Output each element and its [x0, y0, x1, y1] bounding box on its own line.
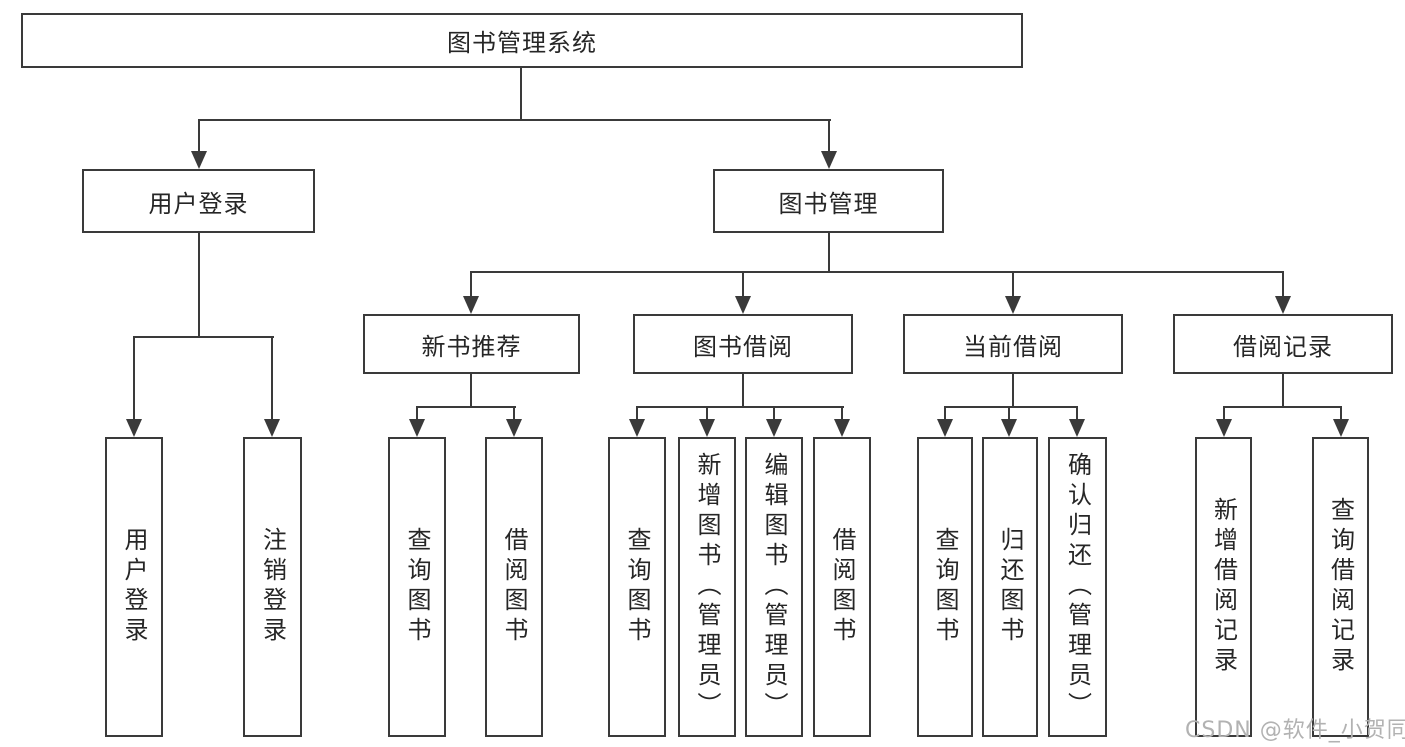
- node-current-borrow: 当前借阅: [903, 314, 1123, 374]
- leaf-borrow-books-recommend: 借阅图书: [485, 437, 543, 737]
- connector-line: [133, 336, 135, 421]
- node-new-book-recommend: 新书推荐: [363, 314, 580, 374]
- node-borrow-records-label: 借阅记录: [1233, 332, 1333, 361]
- connector-line: [1008, 406, 1010, 420]
- connector-line: [1223, 406, 1342, 408]
- leaf-edit-book-admin: 编辑图书（管理员）: [745, 437, 803, 737]
- node-book-borrow: 图书借阅: [633, 314, 853, 374]
- connector-line: [198, 119, 200, 153]
- leaf-logout: 注销登录: [243, 437, 302, 737]
- arrow-down-icon: [1216, 419, 1232, 437]
- connector-line: [198, 119, 831, 121]
- connector-line: [513, 406, 515, 420]
- leaf-user-login-label: 用户登录: [120, 527, 148, 647]
- connector-line: [271, 336, 273, 421]
- connector-line: [636, 406, 844, 408]
- leaf-query-books-recommend: 查询图书: [388, 437, 446, 737]
- arrow-down-icon: [264, 419, 280, 437]
- connector-line: [1282, 374, 1284, 408]
- connector-line: [742, 271, 744, 298]
- arrow-down-icon: [766, 419, 782, 437]
- connector-line: [1340, 406, 1342, 420]
- leaf-edit-book-admin-label: 编辑图书（管理员）: [760, 452, 788, 722]
- node-root-label: 图书管理系统: [447, 29, 597, 57]
- arrow-down-icon: [409, 419, 425, 437]
- arrow-down-icon: [629, 419, 645, 437]
- node-borrow-records: 借阅记录: [1173, 314, 1393, 374]
- arrow-down-icon: [191, 151, 207, 169]
- leaf-query-books-current: 查询图书: [917, 437, 973, 737]
- arrow-down-icon: [1333, 419, 1349, 437]
- connector-line: [416, 406, 418, 420]
- node-user-login-label: 用户登录: [148, 189, 249, 218]
- node-new-book-recommend-label: 新书推荐: [421, 332, 522, 361]
- connector-line: [706, 406, 708, 420]
- leaf-logout-label: 注销登录: [258, 527, 287, 647]
- arrow-down-icon: [735, 296, 751, 314]
- leaf-add-book-admin: 新增图书（管理员）: [678, 437, 736, 737]
- node-user-login: 用户登录: [82, 169, 315, 233]
- connector-line: [133, 336, 274, 338]
- leaf-return-book-label: 归还图书: [996, 527, 1024, 647]
- node-book-management-label: 图书管理: [778, 189, 879, 218]
- leaf-add-borrow-record: 新增借阅记录: [1195, 437, 1252, 737]
- connector-line: [944, 406, 1078, 408]
- leaf-add-borrow-record-label: 新增借阅记录: [1209, 497, 1238, 677]
- connector-line: [1012, 271, 1014, 298]
- arrow-down-icon: [1275, 296, 1291, 314]
- watermark: CSDN @软件_小贺同学: [1185, 718, 1405, 743]
- arrow-down-icon: [821, 151, 837, 169]
- connector-line: [828, 119, 830, 153]
- leaf-query-books-recommend-label: 查询图书: [403, 527, 431, 647]
- node-book-management: 图书管理: [713, 169, 944, 233]
- connector-line: [198, 233, 200, 338]
- arrow-down-icon: [1001, 419, 1017, 437]
- leaf-query-borrow-record-label: 查询借阅记录: [1326, 497, 1355, 677]
- connector-line: [470, 374, 472, 408]
- leaf-query-books-borrow: 查询图书: [608, 437, 666, 737]
- connector-line: [1282, 271, 1284, 298]
- connector-line: [944, 406, 946, 420]
- leaf-query-books-current-label: 查询图书: [931, 527, 959, 647]
- connector-line: [520, 68, 522, 121]
- connector-line: [1223, 406, 1225, 420]
- leaf-borrow-books: 借阅图书: [813, 437, 871, 737]
- arrow-down-icon: [463, 296, 479, 314]
- arrow-down-icon: [1069, 419, 1085, 437]
- leaf-user-login: 用户登录: [105, 437, 163, 737]
- connector-line: [841, 406, 843, 420]
- connector-line: [470, 271, 1284, 273]
- connector-line: [828, 233, 830, 273]
- leaf-borrow-books-recommend-label: 借阅图书: [500, 527, 528, 647]
- connector-line: [1076, 406, 1078, 420]
- leaf-add-book-admin-label: 新增图书（管理员）: [693, 452, 721, 722]
- arrow-down-icon: [126, 419, 142, 437]
- node-current-borrow-label: 当前借阅: [963, 332, 1063, 361]
- leaf-query-borrow-record: 查询借阅记录: [1312, 437, 1369, 737]
- connector-line: [416, 406, 516, 408]
- leaf-return-book: 归还图书: [982, 437, 1038, 737]
- node-root: 图书管理系统: [21, 13, 1023, 68]
- leaf-confirm-return-admin-label: 确认归还（管理员）: [1063, 452, 1092, 722]
- node-book-borrow-label: 图书借阅: [693, 332, 793, 361]
- arrow-down-icon: [834, 419, 850, 437]
- connector-line: [636, 406, 638, 420]
- connector-line: [742, 374, 744, 408]
- connector-line: [1012, 374, 1014, 408]
- leaf-confirm-return-admin: 确认归还（管理员）: [1048, 437, 1107, 737]
- arrow-down-icon: [506, 419, 522, 437]
- arrow-down-icon: [699, 419, 715, 437]
- leaf-query-books-borrow-label: 查询图书: [623, 527, 651, 647]
- connector-line: [470, 271, 472, 298]
- arrow-down-icon: [1005, 296, 1021, 314]
- arrow-down-icon: [937, 419, 953, 437]
- leaf-borrow-books-label: 借阅图书: [828, 527, 856, 647]
- connector-line: [773, 406, 775, 420]
